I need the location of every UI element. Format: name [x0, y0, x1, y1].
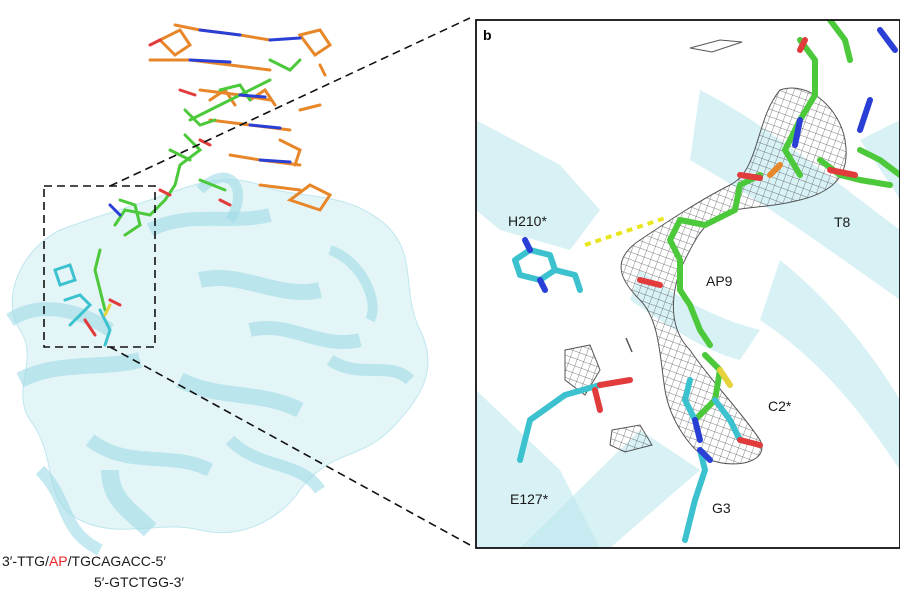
- sequence-line-1: 3′-TTG/AP/TGCAGACC-5′: [2, 553, 166, 569]
- active-site-sticks: [53, 263, 112, 347]
- zoom-indicator: [43, 17, 471, 546]
- panel-letter: b: [483, 27, 492, 43]
- label-g3: G3: [712, 500, 731, 516]
- sequence-line-2: 5′-GTCTGG-3′: [94, 574, 185, 590]
- hydrogen-bond: [584, 216, 666, 247]
- sequence-line-1-suffix: /TGCAGACC-5′: [67, 553, 166, 569]
- protein-cartoon: [6, 172, 429, 556]
- label-c2: C2*: [768, 398, 792, 414]
- label-h210: H210*: [508, 213, 547, 229]
- panel-sticks: [512, 20, 900, 543]
- electron-density-mesh: [564, 39, 847, 465]
- sequence-line-1-prefix: 3′-TTG/: [2, 553, 49, 569]
- sequence-ap-site: AP: [48, 553, 68, 569]
- label-t8: T8: [834, 214, 851, 230]
- dna-duplex: [93, 23, 333, 312]
- label-ap9: AP9: [706, 273, 733, 289]
- panel-b-frame: [475, 19, 900, 549]
- label-e127: E127*: [510, 491, 549, 507]
